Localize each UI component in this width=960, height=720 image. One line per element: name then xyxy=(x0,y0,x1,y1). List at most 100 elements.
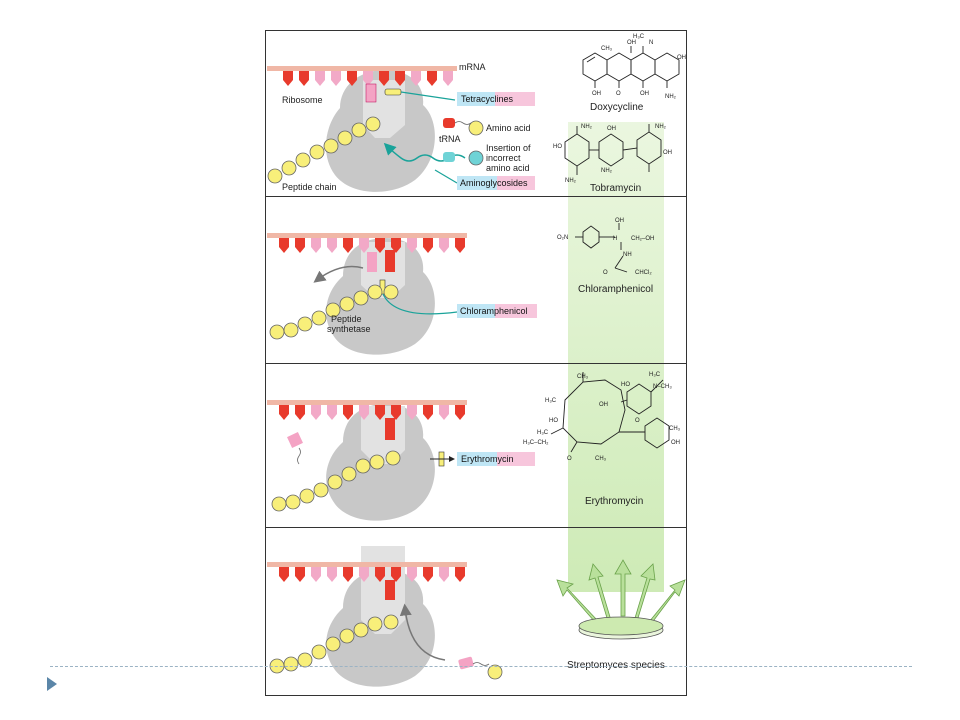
incorrect-insertion-label-2: incorrect xyxy=(486,153,521,163)
doxy-ch3-label: CH₃ xyxy=(601,46,613,52)
ery-h3c-label-2: H₃C xyxy=(537,430,549,436)
chloram-o2n-label: O₂N xyxy=(557,235,568,241)
doxy-oh-label: OH xyxy=(627,40,636,46)
exit-arrow-2 xyxy=(313,265,364,283)
chloramphenicol-connector xyxy=(382,293,458,315)
doxy-o-label-3: OH xyxy=(640,91,649,97)
incoming-trna-4 xyxy=(458,656,503,680)
incoming-trna-arrow-4 xyxy=(399,603,446,661)
trna-tail xyxy=(454,121,472,125)
antibiotic-mechanism-figure: mRNA Ribosome Peptide chain tRNA Amino a… xyxy=(265,30,687,696)
ery-ho-label-2: HO xyxy=(621,382,630,388)
trna-molecule xyxy=(443,118,455,128)
chloram-nh-label: NH xyxy=(623,252,632,258)
ery-ch3-label-1: CH₃ xyxy=(577,374,589,380)
tobra-nh2-label-2: NH₂ xyxy=(655,124,667,130)
tobra-oh-label-2: OH xyxy=(663,150,672,156)
ery-ho-label: HO xyxy=(549,418,558,424)
amino-acid-ball xyxy=(468,120,484,136)
svg-text:Tetracyclines: Tetracyclines xyxy=(461,94,514,104)
streptomyces-label: Streptomyces species xyxy=(567,660,665,671)
tetracycline-blocker xyxy=(384,88,402,96)
figure-svg: mRNA Ribosome Peptide chain tRNA Amino a… xyxy=(265,30,687,696)
incorrect-insertion-label-1: Insertion of xyxy=(486,143,531,153)
tobra-nh2-label-1: NH₂ xyxy=(581,124,593,130)
svg-text:Erythromycin: Erythromycin xyxy=(461,454,514,464)
peptide-chain-2 xyxy=(269,284,399,340)
peptide-synthetase-label-1: Peptide xyxy=(331,314,362,324)
mrna-strand xyxy=(267,66,457,86)
panel-4-frame xyxy=(265,527,687,696)
svg-text:Aminoglycosides: Aminoglycosides xyxy=(460,178,528,188)
trna-a-site-2 xyxy=(385,250,395,272)
petri-dish xyxy=(578,616,664,640)
svg-text:Chloramphenicol: Chloramphenicol xyxy=(460,306,528,316)
panel-1-tetracycline-aminoglycoside: mRNA Ribosome Peptide chain tRNA Amino a… xyxy=(267,34,686,194)
tetracyclines-box: Tetracyclines xyxy=(457,92,535,106)
mrna-strand-3 xyxy=(267,400,467,420)
tetracycline-connector xyxy=(400,91,456,101)
tobramycin-structure xyxy=(564,124,662,175)
tobra-nh2-label-4: NH₂ xyxy=(601,168,613,174)
aminoglycoside-trna xyxy=(443,152,455,162)
incorrect-amino-acid-ball xyxy=(468,150,484,166)
erythromycin-box: Erythromycin xyxy=(457,452,535,466)
chloram-ch2oh-label: CH₂–OH xyxy=(631,236,654,242)
mrna-strand-2 xyxy=(267,233,467,253)
ery-o-label-1: O xyxy=(567,456,572,462)
peptide-chain-3 xyxy=(271,450,401,512)
doxycycline-label: Doxycycline xyxy=(590,102,644,113)
peptide-synthetase-label-2: synthetase xyxy=(327,324,371,334)
chloramphenicol-name-label: Chloramphenicol xyxy=(578,284,653,295)
chloramphenicol-structure xyxy=(575,223,628,273)
ery-n-ch3-label: N–CH₃ xyxy=(653,384,672,390)
green-arrows xyxy=(556,559,686,625)
amino-acid-label: Amino acid xyxy=(486,123,531,133)
ery-h3c-label-1: H₃C xyxy=(545,398,557,404)
doxy-nh2-label: NH₂ xyxy=(665,94,677,100)
ery-o-label-2: O xyxy=(635,418,640,424)
chloram-o-label: O xyxy=(603,270,608,276)
chloram-chcl2-label: CHCl₂ xyxy=(635,270,652,276)
chloram-h-label: H xyxy=(613,236,617,242)
peptide-chain-label: Peptide chain xyxy=(282,182,337,192)
ery-oh-label-2: OH xyxy=(671,440,680,446)
ribosome-4-channel xyxy=(361,546,405,634)
peptide-chain xyxy=(267,116,381,184)
panel-2-chloramphenicol: Peptide synthetase Chloramphenicol O₂N O… xyxy=(267,218,654,355)
mrna-strand-4 xyxy=(267,562,467,582)
doxy-h3c-label: H₃C xyxy=(633,34,645,40)
doxycycline-structure xyxy=(582,46,680,88)
ery-ch3-label-3: CH₃ xyxy=(669,426,681,432)
chloramphenicol-box: Chloramphenicol xyxy=(457,304,537,318)
trna-p-site-2 xyxy=(367,252,377,272)
tobra-nh2-label-3: NH₂ xyxy=(565,178,577,184)
ribosome-label: Ribosome xyxy=(282,95,323,105)
green-light-beam xyxy=(568,122,664,592)
aminoglycosides-box: Aminoglycosides xyxy=(457,176,535,190)
trna-label: tRNA xyxy=(439,134,461,144)
chloram-oh-label: OH xyxy=(615,218,624,224)
erythromycin-name-label: Erythromycin xyxy=(585,496,643,507)
tobramycin-label: Tobramycin xyxy=(590,183,641,194)
trna-in-site xyxy=(365,83,377,103)
doxy-n-label: N xyxy=(649,40,653,46)
slide-bullet-marker-icon xyxy=(47,677,57,691)
slide-footer-divider xyxy=(50,666,912,667)
panel-3-erythromycin: Erythromycin CH₃ H₃C HO H₃C H₃C–CH₂ OH O… xyxy=(267,372,681,521)
doxy-oh2-label: OH xyxy=(677,55,686,61)
ery-h3c-label-3: H₃C xyxy=(649,372,661,378)
tobra-ho-label: HO xyxy=(553,144,562,150)
released-trna-3 xyxy=(287,432,303,465)
erythromycin-structure xyxy=(550,372,670,453)
mrna-label: mRNA xyxy=(459,62,486,72)
trna-a-site-3 xyxy=(385,418,395,440)
doxy-o-label-2: O xyxy=(616,91,621,97)
doxy-o-label-1: OH xyxy=(592,91,601,97)
ery-h3c-ch2-label: H₃C–CH₂ xyxy=(523,440,549,446)
aminoglycoside-connector xyxy=(434,169,458,184)
codon-row xyxy=(283,71,453,86)
trna-a-site-4 xyxy=(385,580,395,600)
incorrect-insertion-label-3: amino acid xyxy=(486,163,530,173)
tobra-oh-label: OH xyxy=(607,126,616,132)
